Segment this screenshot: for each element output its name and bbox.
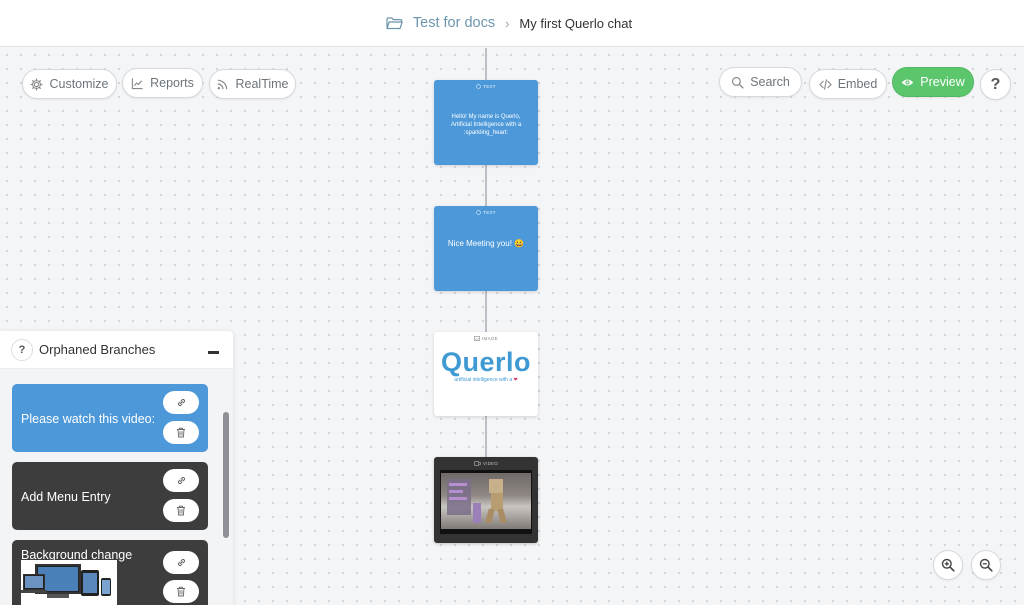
- orphaned-branches-panel: ? Orphaned Branches Please watch this vi…: [0, 331, 233, 605]
- rss-icon: [218, 79, 228, 89]
- flow-connector: [485, 48, 487, 80]
- link-icon: [177, 398, 185, 407]
- flow-connector: [485, 416, 487, 457]
- node-type-label: TEXT: [434, 206, 538, 215]
- zoom-in-button[interactable]: [933, 550, 963, 580]
- orphaned-panel-title: Orphaned Branches: [39, 342, 156, 357]
- flow-connector: [485, 291, 487, 332]
- text-node[interactable]: TEXT Nice Meeting you! 😀: [434, 206, 538, 291]
- breadcrumb: Test for docs › My first Querlo chat: [386, 15, 632, 31]
- node-type-label: TEXT: [434, 80, 538, 89]
- realtime-button[interactable]: RealTime: [209, 69, 296, 99]
- heart-icon: ❤: [513, 377, 518, 383]
- customize-label: Customize: [49, 77, 109, 91]
- preview-button[interactable]: Preview: [892, 67, 974, 97]
- link-icon: [177, 476, 185, 485]
- orphaned-branch-item[interactable]: Add Menu Entry: [12, 462, 208, 530]
- realtime-label: RealTime: [235, 77, 289, 91]
- embed-label: Embed: [837, 77, 878, 91]
- orphaned-panel-header: ? Orphaned Branches: [0, 331, 233, 369]
- customize-button[interactable]: Customize: [22, 69, 117, 99]
- folder-icon: [386, 16, 403, 29]
- search-button[interactable]: Search: [719, 67, 802, 97]
- top-header: Test for docs › My first Querlo chat: [0, 0, 1024, 47]
- chat-bubble-icon: [476, 84, 481, 89]
- delete-branch-button[interactable]: [163, 580, 199, 603]
- help-label: ?: [990, 75, 1001, 93]
- help-button[interactable]: ?: [980, 69, 1011, 100]
- search-icon: [732, 76, 744, 89]
- branch-label: Please watch this video:: [21, 412, 156, 426]
- breadcrumb-separator: ›: [505, 15, 510, 31]
- embed-button[interactable]: Embed: [809, 69, 887, 99]
- branch-label: Background change: [21, 548, 133, 562]
- video-thumbnail[interactable]: [440, 470, 532, 534]
- orphaned-branch-list[interactable]: Please watch this video: Add Menu Entry …: [0, 369, 233, 605]
- link-branch-button[interactable]: [163, 469, 199, 492]
- node-text: Nice Meeting you! 😀: [447, 239, 525, 248]
- node-text: Hello! My name is Querlo, Artificial Int…: [450, 114, 522, 137]
- link-branch-button[interactable]: [163, 551, 199, 574]
- orphaned-branch-item[interactable]: Please watch this video:: [12, 384, 208, 452]
- reports-button[interactable]: Reports: [122, 68, 203, 98]
- branch-list-scrollbar[interactable]: [223, 412, 229, 538]
- breadcrumb-project[interactable]: Test for docs: [412, 15, 496, 31]
- querlo-logo: Querlo: [440, 347, 531, 377]
- querlo-tagline: artificial intelligence with a ❤: [454, 377, 518, 383]
- trash-icon: [177, 427, 185, 438]
- devices-thumbnail: [21, 560, 117, 605]
- collapse-icon[interactable]: [208, 351, 219, 354]
- orphaned-help-button[interactable]: ?: [11, 338, 33, 361]
- link-branch-button[interactable]: [163, 391, 199, 414]
- text-node[interactable]: TEXT Hello! My name is Querlo, Artificia…: [434, 80, 538, 165]
- video-node[interactable]: VIDEO: [434, 457, 538, 543]
- orphaned-branch-item[interactable]: Background change: [12, 540, 208, 605]
- branch-label: Add Menu Entry: [21, 490, 111, 504]
- delete-branch-button[interactable]: [163, 421, 199, 444]
- zoom-in-icon: [941, 558, 955, 572]
- video-scene-image: [441, 473, 531, 529]
- flow-connector: [485, 165, 487, 206]
- eye-icon: [902, 78, 914, 86]
- node-type-label: VIDEO: [434, 457, 538, 466]
- chat-bubble-icon: [476, 210, 481, 215]
- video-icon: [474, 461, 481, 466]
- zoom-out-button[interactable]: [971, 550, 1001, 580]
- image-icon: [474, 336, 480, 341]
- gear-icon: [30, 78, 43, 90]
- zoom-out-icon: [979, 558, 993, 572]
- link-icon: [177, 558, 185, 567]
- image-node[interactable]: IMAGE Querlo artificial intelligence wit…: [434, 332, 538, 416]
- delete-branch-button[interactable]: [163, 499, 199, 522]
- reports-label: Reports: [150, 76, 194, 90]
- preview-label: Preview: [920, 75, 965, 89]
- code-icon: [819, 78, 832, 90]
- search-label: Search: [750, 75, 790, 89]
- trash-icon: [177, 505, 185, 516]
- breadcrumb-chat-name: My first Querlo chat: [519, 15, 633, 31]
- node-type-label: IMAGE: [434, 332, 538, 341]
- chart-icon: [131, 77, 143, 89]
- trash-icon: [177, 586, 185, 597]
